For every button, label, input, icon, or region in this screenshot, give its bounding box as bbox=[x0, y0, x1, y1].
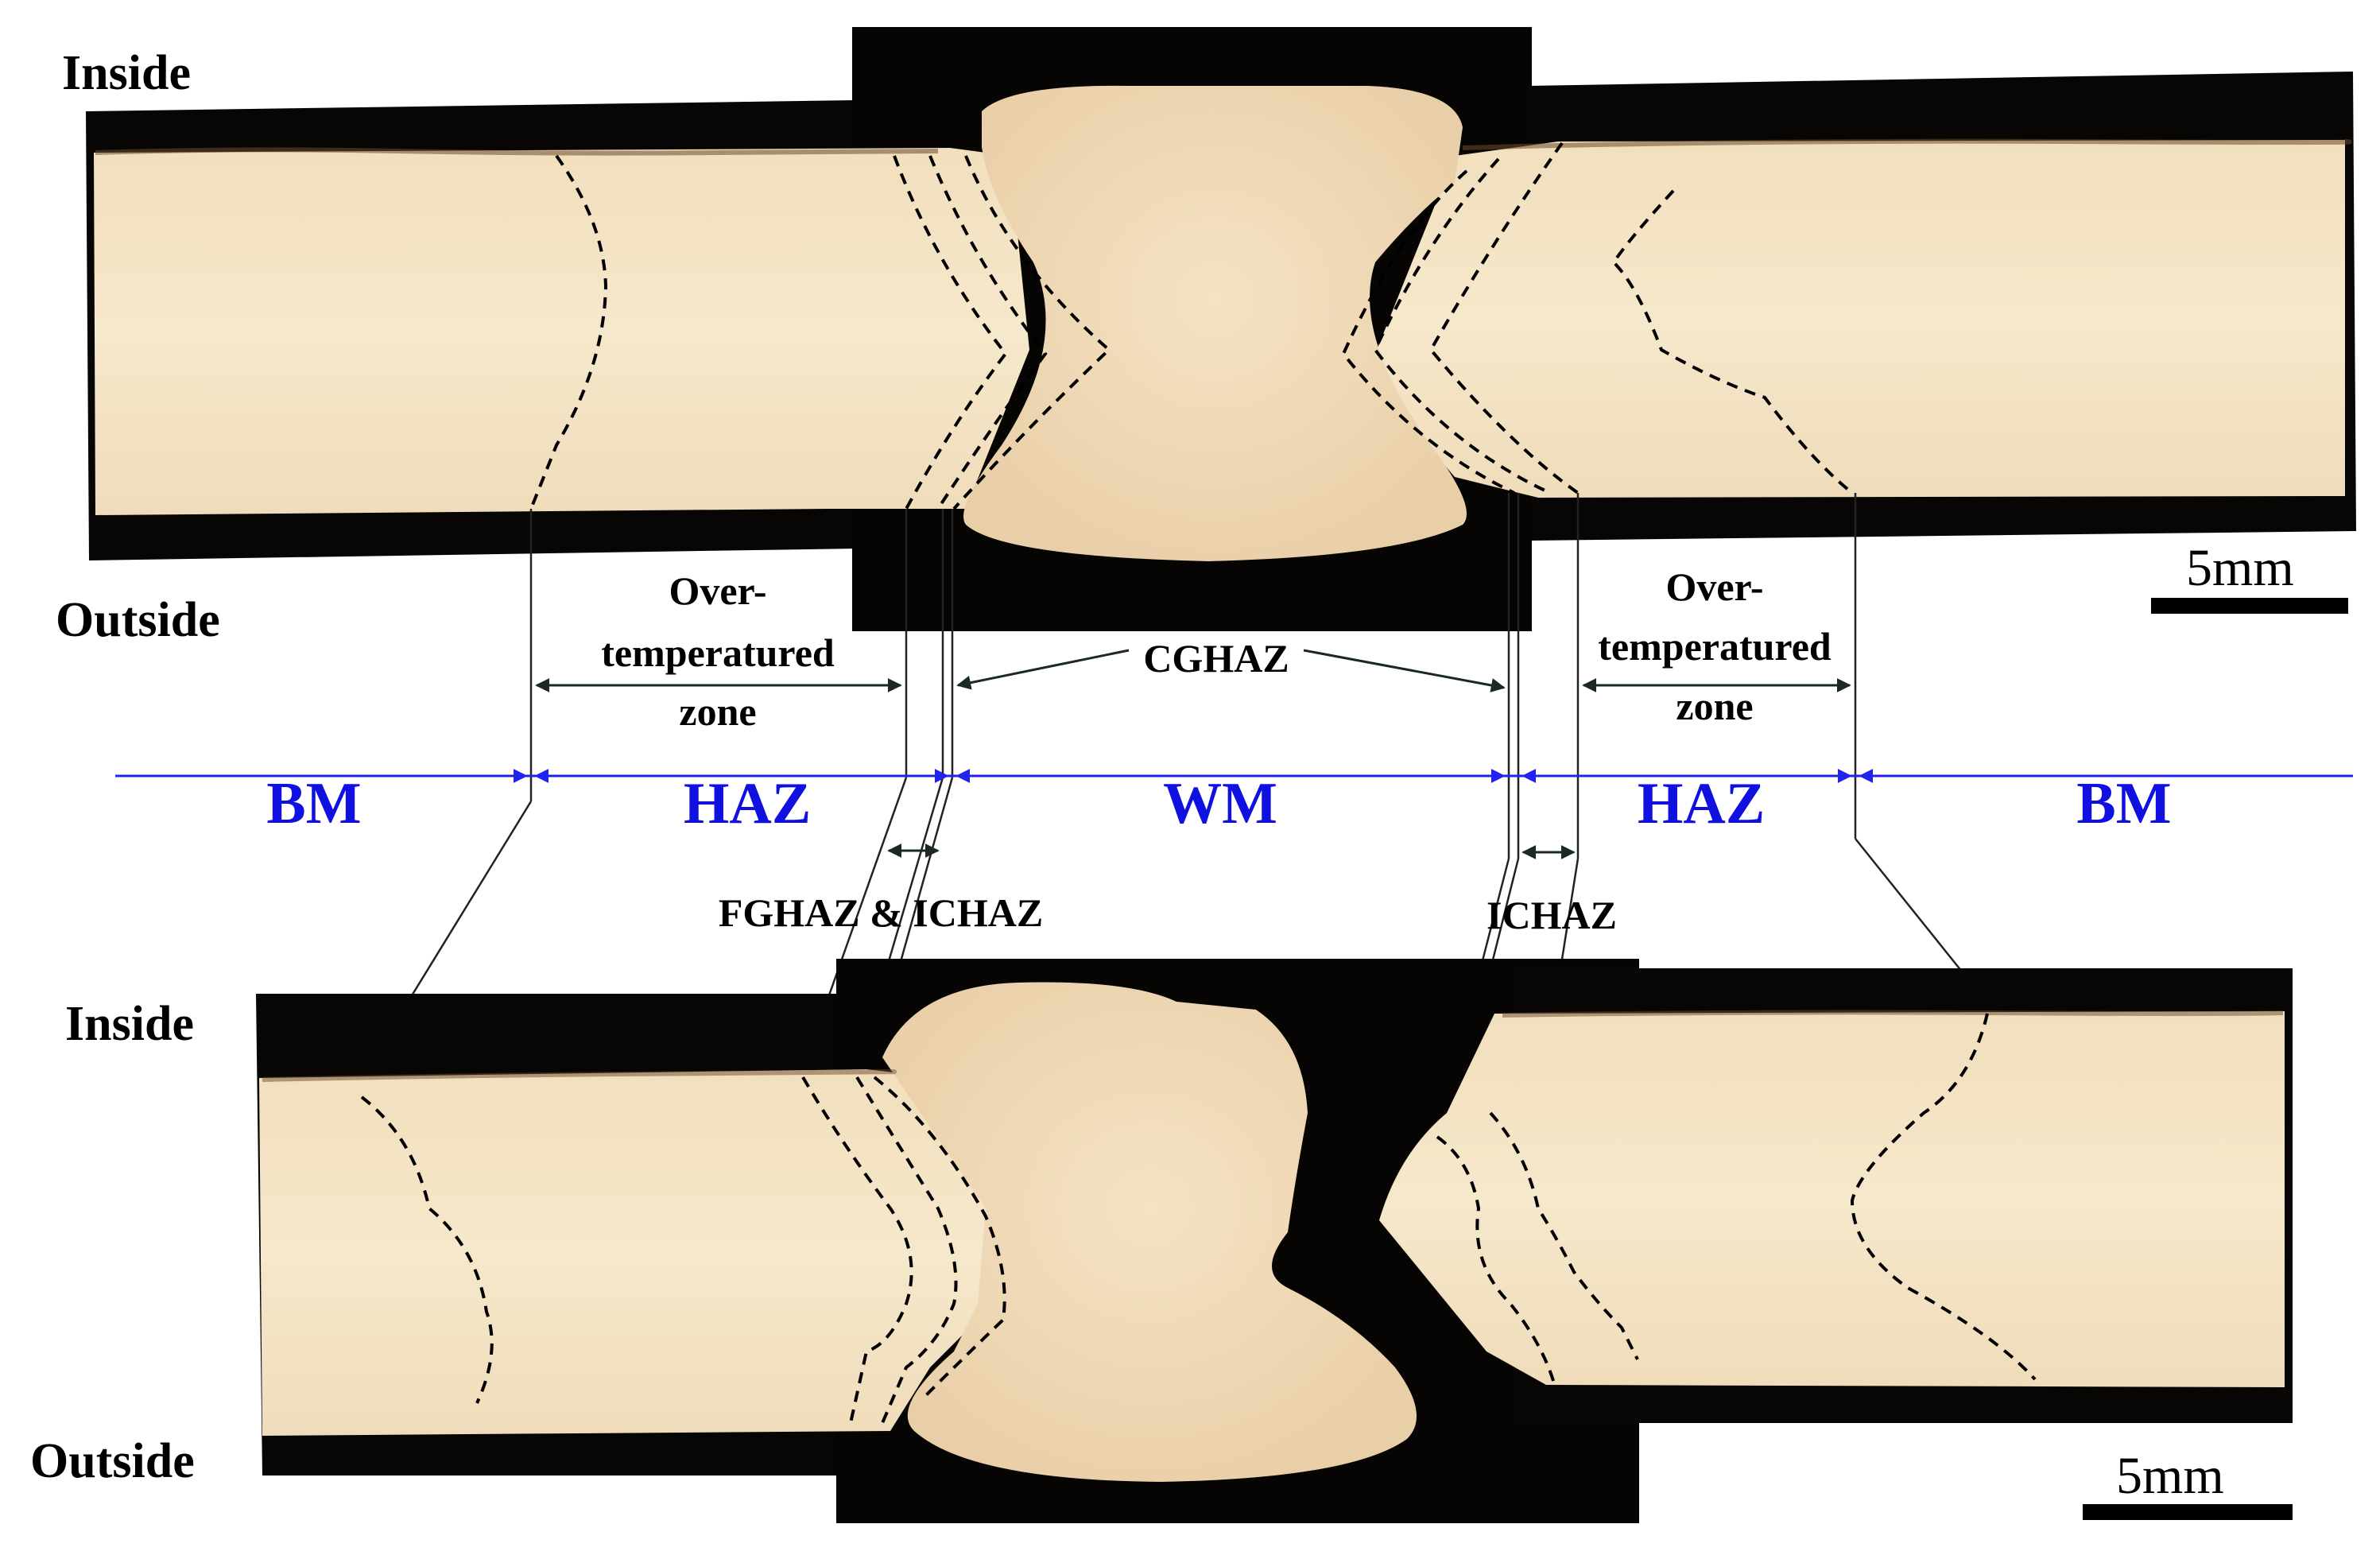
overtemp-left-line1: Over- bbox=[669, 568, 766, 613]
top-right-overtemp-boundary bbox=[1611, 189, 1854, 494]
top-scale-label: 5mm bbox=[2186, 539, 2294, 597]
zone-label-haz-right: HAZ bbox=[1638, 771, 1765, 836]
overtemp-right-line1: Over- bbox=[1665, 564, 1763, 609]
top-left-plate bbox=[94, 148, 1029, 515]
zone-label-bm-right: BM bbox=[2076, 771, 2171, 836]
bottom-outside-label: Outside bbox=[30, 1434, 195, 1488]
bottom-scale-label: 5mm bbox=[2116, 1447, 2224, 1505]
bottom-left-plate bbox=[259, 1069, 1006, 1436]
bottom-scale-bar: 5mm bbox=[2083, 1447, 2293, 1520]
top-left-fghaz-boundary bbox=[893, 155, 1008, 510]
bottom-left-overtemp-boundary bbox=[360, 1095, 494, 1404]
fghaz-ichaz-label: FGHAZ & ICHAZ bbox=[719, 890, 1043, 935]
overtemp-right-line2: temperatured bbox=[1598, 624, 1832, 669]
top-right-cghaz-boundary bbox=[1341, 169, 1515, 494]
top-micrograph bbox=[86, 27, 2356, 631]
overtemp-left-line3: zone bbox=[679, 689, 756, 734]
cghaz-arrow-left bbox=[956, 649, 1130, 690]
ichaz-label: ICHAZ bbox=[1487, 893, 1617, 937]
zone-label-bm-left: BM bbox=[266, 771, 361, 836]
bottom-right-overtemp-boundary bbox=[1850, 1013, 2037, 1381]
overtemp-right-line3: zone bbox=[1676, 684, 1753, 728]
bottom-left-fghaz-boundary bbox=[801, 1076, 913, 1424]
bottom-micrograph bbox=[256, 959, 2293, 1523]
top-plate-edge-texture bbox=[95, 138, 2352, 156]
bottom-right-plate bbox=[1379, 1011, 2285, 1387]
top-right-plate bbox=[1367, 140, 2345, 498]
bottom-right-cghaz-boundary bbox=[1436, 1135, 1556, 1384]
zone-label-wm: WM bbox=[1163, 771, 1277, 836]
overtemp-left-line2: temperatured bbox=[601, 630, 835, 675]
bottom-left-ichaz-boundary bbox=[855, 1076, 958, 1424]
top-left-overtemp-boundary bbox=[529, 154, 608, 510]
bottom-plate-edge-texture bbox=[262, 1010, 2284, 1082]
cghaz-arrow-right bbox=[1303, 649, 1506, 692]
top-scale-bar: 5mm bbox=[2151, 539, 2348, 614]
top-inside-label: Inside bbox=[62, 46, 191, 100]
bottom-left-cghaz-boundary bbox=[873, 1076, 1006, 1401]
bottom-inside-label: Inside bbox=[65, 997, 194, 1051]
zone-label-haz-left: HAZ bbox=[684, 771, 811, 836]
top-outside-label: Outside bbox=[56, 593, 220, 647]
bottom-scale-line bbox=[2083, 1504, 2293, 1520]
top-scale-line bbox=[2151, 598, 2348, 614]
top-right-ichaz-boundary bbox=[1373, 157, 1551, 494]
top-left-ichaz-boundary bbox=[928, 155, 1048, 510]
bottom-right-ichaz-boundary bbox=[1489, 1111, 1639, 1360]
bottom-weld-metal bbox=[882, 982, 1417, 1482]
top-weld-metal bbox=[963, 85, 1467, 561]
cghaz-label: CGHAZ bbox=[1143, 636, 1289, 681]
